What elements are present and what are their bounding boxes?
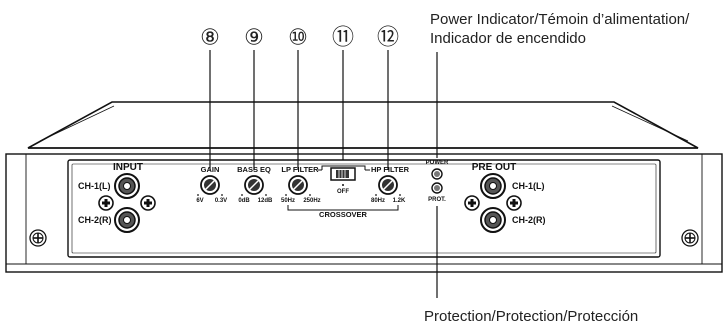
power-indicator-label-line1: Power Indicator/Témoin d’alimentation/ bbox=[430, 11, 690, 28]
pre-out-ch1-label: CH-1(L) bbox=[512, 181, 545, 191]
gain-min-label: 6V bbox=[196, 198, 203, 204]
power-indicator-callout: Power Indicator/Témoin d’alimentation/ I… bbox=[430, 11, 690, 158]
callout-10: ⑩ bbox=[288, 25, 308, 170]
pre-out-ch2-rca-jack[interactable] bbox=[480, 207, 506, 233]
hp-filter-min-label: 80Hz bbox=[371, 198, 385, 204]
lp-filter-knob[interactable] bbox=[288, 175, 308, 195]
crossover-slide-switch[interactable] bbox=[330, 167, 356, 181]
bass-eq-control: BASS EQ 0dB 12dB bbox=[237, 165, 273, 204]
callout-12: ⑫ bbox=[377, 25, 399, 170]
input-plus-icon-left bbox=[98, 195, 114, 211]
led-indicators: POWER PROT. bbox=[426, 160, 449, 203]
mounting-screw-icon-left bbox=[29, 229, 47, 247]
input-ch2-rca-jack[interactable] bbox=[114, 207, 140, 233]
callout-9: ⑨ bbox=[244, 25, 264, 170]
input-title: INPUT bbox=[113, 162, 143, 173]
bass-eq-label: BASS EQ bbox=[237, 165, 271, 174]
gain-label: GAIN bbox=[201, 165, 220, 174]
callout-number-8: ⑧ bbox=[200, 25, 220, 50]
switch-off-label: OFF bbox=[337, 189, 349, 195]
crossover-switch-area: OFF bbox=[318, 165, 370, 195]
callout-8: ⑧ bbox=[200, 25, 220, 170]
hp-filter-control: HP FILTER 80Hz 1.2K bbox=[371, 165, 410, 204]
gain-control: GAIN 6V 0.3V bbox=[196, 165, 227, 204]
lp-filter-max-label: 250Hz bbox=[303, 198, 320, 204]
lp-filter-min-label: 50Hz bbox=[281, 198, 295, 204]
protection-led-label: PROT. bbox=[428, 197, 446, 203]
protection-led bbox=[431, 182, 443, 194]
input-ch1-label: CH-1(L) bbox=[78, 181, 111, 191]
callout-11: ⑪ bbox=[332, 25, 354, 160]
crossover-label: CROSSOVER bbox=[319, 210, 368, 219]
power-led bbox=[431, 168, 443, 180]
input-plus-icon-right bbox=[140, 195, 156, 211]
lp-filter-control: LP FILTER 50Hz 250Hz bbox=[281, 165, 321, 204]
pre-out-ch2-label: CH-2(R) bbox=[512, 215, 546, 225]
callout-number-9: ⑨ bbox=[244, 25, 264, 50]
bass-eq-min-label: 0dB bbox=[238, 198, 250, 204]
pre-out-plus-icon-right bbox=[506, 195, 522, 211]
bass-eq-max-label: 12dB bbox=[258, 198, 273, 204]
callout-number-11: ⑪ bbox=[332, 25, 354, 50]
callout-number-10: ⑩ bbox=[288, 25, 308, 50]
hp-filter-max-label: 1.2K bbox=[393, 198, 406, 204]
lp-filter-label: LP FILTER bbox=[281, 165, 319, 174]
pre-out-plus-icon-left bbox=[464, 195, 480, 211]
bass-eq-knob[interactable] bbox=[244, 175, 264, 195]
pre-out-ch1-rca-jack[interactable] bbox=[480, 173, 506, 199]
input-ch2-label: CH-2(R) bbox=[78, 215, 112, 225]
crossover-bracket: CROSSOVER bbox=[287, 205, 399, 219]
amplifier-top-cover bbox=[27, 101, 699, 155]
pre-out-section: PRE OUT CH-1(L) CH-2(R) bbox=[464, 162, 546, 233]
mounting-screw-icon-right bbox=[681, 229, 699, 247]
pre-out-title: PRE OUT bbox=[472, 162, 516, 173]
protection-callout: Protection/Protection/Protección bbox=[424, 206, 638, 325]
power-indicator-label-line2: Indicador de encendido bbox=[430, 30, 586, 47]
gain-knob[interactable] bbox=[200, 175, 220, 195]
callout-number-12: ⑫ bbox=[377, 25, 399, 50]
input-ch1-rca-jack[interactable] bbox=[114, 173, 140, 199]
hp-filter-label: HP FILTER bbox=[371, 165, 410, 174]
gain-max-label: 0.3V bbox=[215, 198, 227, 204]
input-section: INPUT CH-1(L) CH-2(R) bbox=[78, 162, 156, 233]
protection-label: Protection/Protection/Protección bbox=[424, 308, 638, 325]
hp-filter-knob[interactable] bbox=[378, 175, 398, 195]
power-led-label: POWER bbox=[426, 160, 449, 166]
control-panel-inset bbox=[67, 159, 661, 258]
